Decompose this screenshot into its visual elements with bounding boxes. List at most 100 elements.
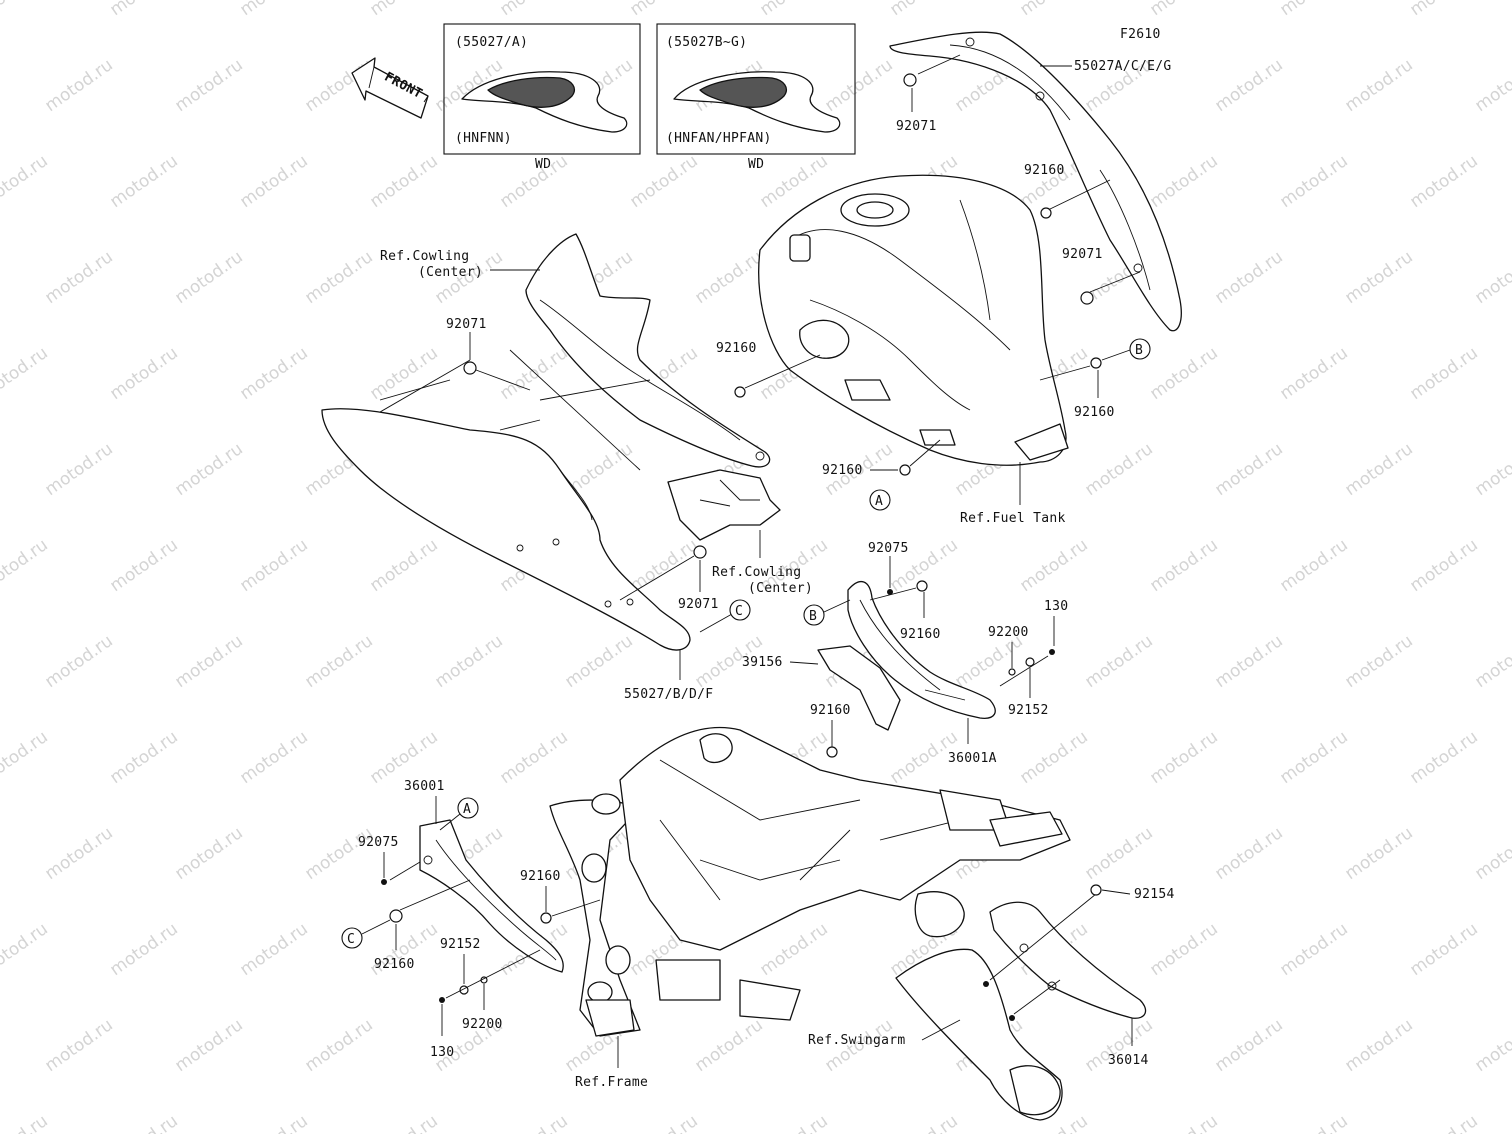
watermark-text: motod.ru [106, 151, 181, 212]
variant-box-2: (55027B~G) (HNFAN/HPFAN) WD [656, 23, 856, 172]
watermark-text: motod.ru [41, 823, 116, 884]
watermark-text: motod.ru [1276, 0, 1351, 20]
frame [549, 726, 1071, 1037]
svg-text:C: C [347, 932, 355, 947]
washer-92152-right [1025, 657, 1035, 667]
cover-36001a [847, 580, 996, 719]
svg-text:B: B [1135, 343, 1143, 358]
grommet-92160-a [899, 464, 911, 476]
part-92152-left: 92152 [440, 937, 481, 952]
watermark-text: motod.ru [1081, 439, 1156, 500]
part-39156: 39156 [742, 655, 783, 670]
watermark-text: motod.ru [1146, 919, 1221, 980]
watermark-text: motod.ru [1016, 535, 1091, 596]
watermark-text: motod.ru [1146, 1111, 1221, 1134]
part-92071-left-upper: 92071 [446, 317, 487, 332]
watermark-text: motod.ru [171, 823, 246, 884]
watermark-text: motod.ru [1146, 727, 1221, 788]
part-92160-tank-left: 92160 [716, 341, 757, 356]
watermark-text: motod.ru [366, 343, 441, 404]
watermark-text: motod.ru [171, 55, 246, 116]
watermark-text: motod.ru [626, 1111, 701, 1134]
watermark-text: motod.ru [496, 1111, 571, 1134]
ref-cowling-center-upper-2: (Center) [418, 265, 483, 280]
part-130-right: 130 [1044, 599, 1068, 614]
watermark-text: motod.ru [951, 631, 1026, 692]
cowling-center-lower [667, 469, 781, 541]
watermark-text: motod.ru [0, 727, 52, 788]
watermark-text: motod.ru [236, 0, 311, 20]
nut-92154 [1090, 884, 1102, 896]
variant-1-caption: WD [535, 157, 551, 172]
watermark-text: motod.ru [1276, 727, 1351, 788]
watermark-text: motod.ru [366, 535, 441, 596]
svg-text:C: C [735, 604, 743, 619]
grommet-92160-c-left [389, 909, 403, 923]
cowling-center-bracket [525, 233, 771, 468]
watermark-text: motod.ru [1341, 439, 1416, 500]
watermark-text: motod.ru [626, 151, 701, 212]
watermark-text: motod.ru [1211, 631, 1286, 692]
watermark-text: motod.ru [236, 151, 311, 212]
watermark-text: motod.ru [301, 247, 376, 308]
part-92200-right: 92200 [988, 625, 1029, 640]
svg-text:A: A [875, 494, 883, 509]
watermark-text: motod.ru [1146, 535, 1221, 596]
part-92154: 92154 [1134, 887, 1175, 902]
watermark-text: motod.ru [0, 343, 52, 404]
watermark-text: motod.ru [106, 1111, 181, 1134]
marker-b-lower: B [803, 604, 825, 626]
part-92160-b-lower: 92160 [900, 627, 941, 642]
part-92160-tank-right-upper: 92160 [1024, 163, 1065, 178]
watermark-text: motod.ru [691, 247, 766, 308]
watermark-text: motod.ru [301, 1015, 376, 1076]
marker-c-right: C [729, 599, 751, 621]
grommet-92160-frame [540, 912, 552, 924]
watermark-text: motod.ru [1276, 1111, 1351, 1134]
watermark-text: motod.ru [756, 1111, 831, 1134]
part-36001A: 36001A [948, 751, 997, 766]
watermark-text: motod.ru [1211, 823, 1286, 884]
watermark-text: motod.ru [1276, 919, 1351, 980]
part-92152-right: 92152 [1008, 703, 1049, 718]
marker-a-left: A [457, 797, 479, 819]
watermark-text: motod.ru [1471, 1015, 1512, 1076]
watermark-text: motod.ru [431, 631, 506, 692]
washer-92200-right [1008, 668, 1016, 676]
watermark-text: motod.ru [171, 631, 246, 692]
watermark-text: motod.ru [236, 343, 311, 404]
part-92160-mid: 92160 [810, 703, 851, 718]
part-92075-upper: 92075 [868, 541, 909, 556]
bolt-swingarm-2 [1009, 1015, 1015, 1021]
watermark-text: motod.ru [561, 631, 636, 692]
watermark-text: motod.ru [756, 919, 831, 980]
grommet-92160-tank-left [734, 386, 746, 398]
bolt-92075-upper [887, 589, 893, 595]
watermark-text: motod.ru [0, 0, 52, 20]
watermark-text: motod.ru [1471, 631, 1512, 692]
grommet-92160-tank-right-upper [1040, 207, 1052, 219]
watermark-text: motod.ru [366, 151, 441, 212]
part-92071-left-lower: 92071 [678, 597, 719, 612]
watermark-text: motod.ru [496, 343, 571, 404]
watermark-text: motod.ru [41, 631, 116, 692]
grommet-92071-left-lower [693, 545, 707, 559]
bolt-130-right [1049, 649, 1055, 655]
figure-code: F2610 [1120, 27, 1161, 42]
watermark-text: motod.ru [1406, 919, 1481, 980]
part-36001: 36001 [404, 779, 445, 794]
watermark-text: motod.ru [106, 919, 181, 980]
watermark-text: motod.ru [496, 727, 571, 788]
watermark-text: motod.ru [1341, 247, 1416, 308]
watermark-text: motod.ru [1211, 247, 1286, 308]
watermark-text: motod.ru [691, 1015, 766, 1076]
fuel-tank [758, 174, 1069, 466]
part-92160-c-left: 92160 [374, 957, 415, 972]
watermark-text: motod.ru [1471, 55, 1512, 116]
watermark-text: motod.ru [886, 1111, 961, 1134]
watermark-text: motod.ru [1406, 1111, 1481, 1134]
variant-2-bottom-label: (HNFAN/HPFAN) [666, 131, 772, 146]
watermark-text: motod.ru [366, 1111, 441, 1134]
part-92071-top: 92071 [896, 119, 937, 134]
